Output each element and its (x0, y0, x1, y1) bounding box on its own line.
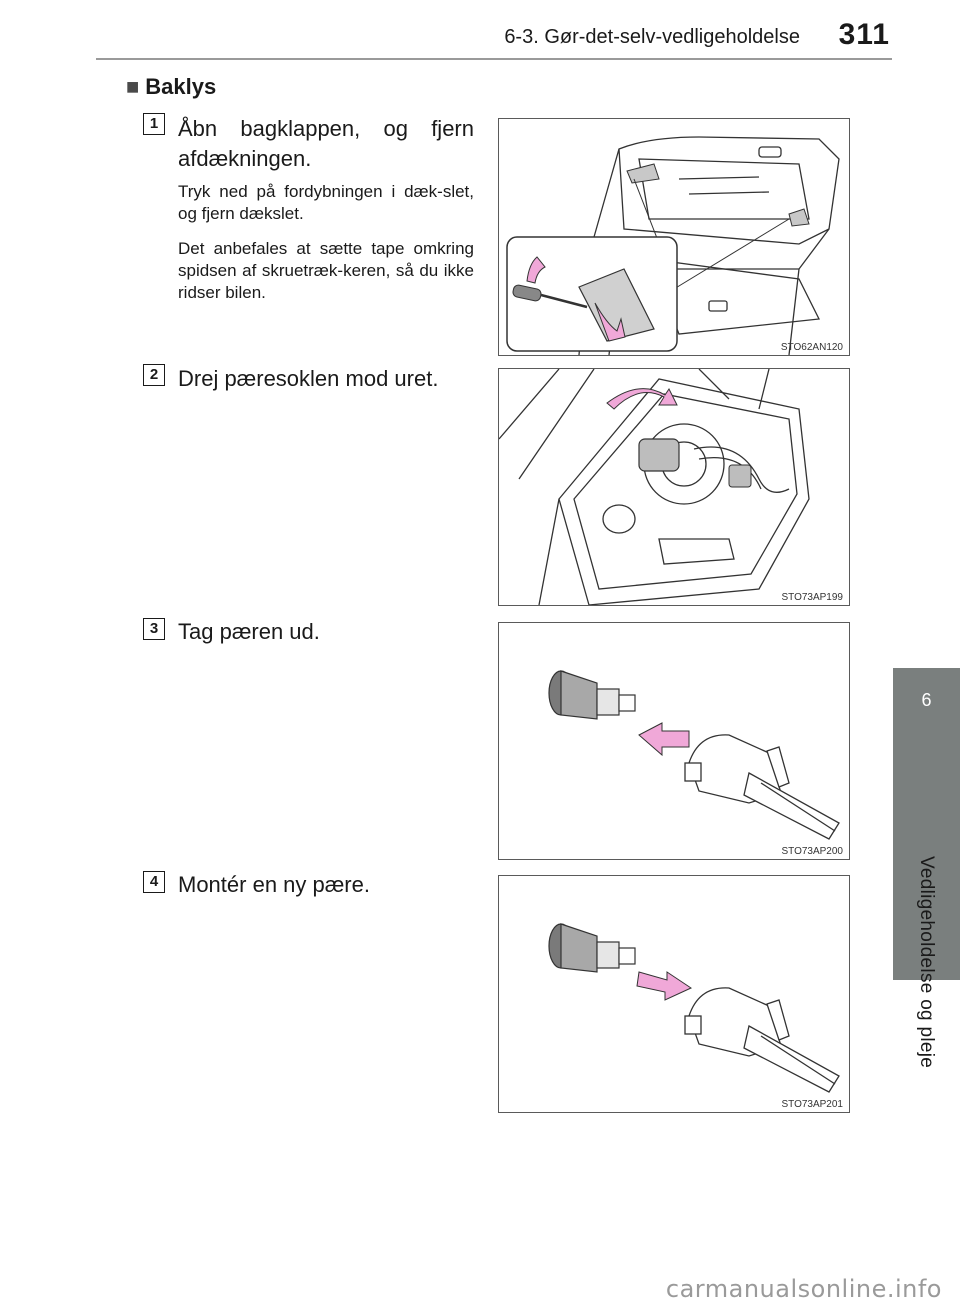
step-1-title-line1: Åbn bagklappen, og fjern (178, 116, 474, 141)
watermark-text: carmanualsonline.info (665, 1275, 942, 1303)
figure-turn-socket: STO73AP199 (498, 368, 850, 606)
figure-remove-bulb: STO73AP200 (498, 622, 850, 860)
section-title: 6-3. Gør-det-selv-vedligeholdelse (504, 26, 800, 48)
step-1-note-1: Tryk ned på fordybningen i dæk-slet, og … (178, 182, 474, 223)
chapter-number: 6 (921, 690, 932, 710)
section-heading-text: Baklys (145, 74, 217, 99)
figure-code: STO73AP201 (781, 1099, 843, 1110)
step-1-note-2: Det anbefales at sætte tape omkring spid… (178, 239, 474, 302)
bulb-install-illustration (548, 923, 840, 1093)
step-2-title: Drej pæresoklen mod uret. (178, 366, 439, 391)
step-number-4: 4 (143, 871, 165, 893)
step-number-1: 1 (143, 113, 165, 135)
figure-code: STO73AP199 (781, 592, 843, 603)
square-bullet-icon: ■ (126, 74, 140, 99)
figure-code: STO62AN120 (780, 342, 843, 353)
step-number-3: 3 (143, 618, 165, 640)
figure-install-bulb: STO73AP201 (498, 875, 850, 1113)
step-1-title-line2: afdækningen. (178, 146, 312, 171)
figure-code: STO73AP200 (781, 846, 843, 857)
socket-illustration (499, 369, 810, 605)
bulb-remove-illustration (548, 670, 840, 840)
chapter-tab: 6 (893, 668, 960, 980)
figure-open-tailgate: STO62AN120 (498, 118, 850, 356)
step-number-2: 2 (143, 364, 165, 386)
header-rule (96, 58, 892, 60)
step-3-title: Tag pæren ud. (178, 619, 320, 644)
section-heading: ■Baklys (126, 74, 216, 100)
tailgate-illustration (506, 136, 840, 355)
chapter-title-wrap: Vedligeholdelse og pleje (893, 760, 960, 1068)
chapter-title: Vedligeholdelse og pleje (916, 856, 937, 1069)
page-number: 311 (838, 18, 890, 51)
step-4-title: Montér en ny pære. (178, 872, 370, 897)
